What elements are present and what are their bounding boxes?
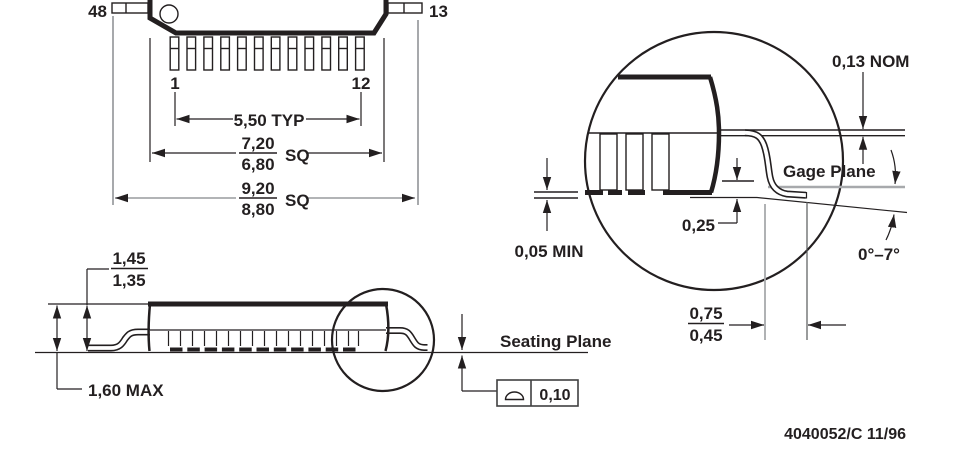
detail-circle-marker xyxy=(330,287,436,393)
pin-48-label: 48 xyxy=(88,2,107,21)
dim-overall-height: 1,60 MAX xyxy=(52,305,164,400)
side-view: 1,60 MAX 1,45 1,35 Seating Plane 0,10 xyxy=(35,249,611,407)
dim-lead-thickness: 0,13 NOM xyxy=(832,52,909,164)
lead-angle-line xyxy=(756,196,908,214)
pin-12-label: 12 xyxy=(352,74,371,93)
top-view: 48 13 1 12 5,50 TYP 7,20 6,80 SQ 9,20 8,… xyxy=(88,0,448,219)
dim-body-height: 1,45 1,35 xyxy=(82,249,148,351)
body-left-edge xyxy=(147,303,152,352)
detail-body-right-edge xyxy=(707,76,722,194)
dim-body-sq-label: SQ xyxy=(285,146,310,165)
dim-gage-offset: 0,25 xyxy=(682,158,754,235)
flatness-tolerance-value: 0,10 xyxy=(539,387,570,404)
flatness-tolerance-frame: 0,10 xyxy=(496,379,579,407)
dim-foot-length-min-label: 0,45 xyxy=(689,326,722,345)
pin-1-label: 1 xyxy=(170,74,179,93)
flatness-symbol-icon xyxy=(504,391,525,401)
pin-1-indicator-icon xyxy=(159,4,179,24)
lead-13 xyxy=(387,2,423,14)
dim-body-height-max-label: 1,45 xyxy=(112,249,145,268)
right-gullwing-lead xyxy=(386,327,428,351)
package-body-outline xyxy=(147,0,389,36)
left-gullwing-lead xyxy=(88,328,150,352)
far-lead-lines xyxy=(167,330,360,347)
dim-lead-span-label: 5,50 TYP xyxy=(234,111,305,130)
dim-lead-angle: 0°–7° xyxy=(858,149,901,264)
dim-foot-length: 0,75 0,45 xyxy=(688,202,846,345)
dim-overall-min-label: 8,80 xyxy=(241,200,274,219)
dim-lead-span: 5,50 TYP xyxy=(176,111,360,130)
dim-standoff-label: 0,05 MIN xyxy=(515,242,584,261)
dim-body-min-label: 6,80 xyxy=(241,155,274,174)
doc-number: 4040052/C 11/96 xyxy=(784,426,906,443)
dim-overall-size: 9,20 8,80 SQ xyxy=(115,179,415,219)
detail-leads xyxy=(599,133,670,191)
pin-13-label: 13 xyxy=(429,2,448,21)
lead-48 xyxy=(111,2,149,14)
detail-view: 0,05 MIN xyxy=(515,30,909,345)
dim-gage-offset-label: 0,25 xyxy=(682,216,715,235)
dim-foot-length-max-label: 0,75 xyxy=(689,304,722,323)
dim-lead-angle-label: 0°–7° xyxy=(858,245,900,264)
seating-plane-callout: Seating Plane 0,10 xyxy=(457,314,611,407)
dim-body-max-label: 7,20 xyxy=(241,134,274,153)
detail-bent-lead xyxy=(744,129,808,199)
dim-overall-sq-label: SQ xyxy=(285,191,310,210)
body-right-edge xyxy=(384,303,390,352)
dim-overall-max-label: 9,20 xyxy=(241,179,274,198)
dim-standoff: 0,05 MIN xyxy=(515,158,584,261)
dim-lead-thickness-label: 0,13 NOM xyxy=(832,52,909,71)
dim-overall-height-label: 1,60 MAX xyxy=(88,381,164,400)
dim-body-height-min-label: 1,35 xyxy=(112,271,145,290)
gage-plane-label: Gage Plane xyxy=(783,162,876,181)
lead-row xyxy=(169,36,365,71)
dim-body-size: 7,20 6,80 SQ xyxy=(152,134,382,174)
detail-circle xyxy=(583,30,845,292)
seating-plane-label: Seating Plane xyxy=(500,332,611,351)
